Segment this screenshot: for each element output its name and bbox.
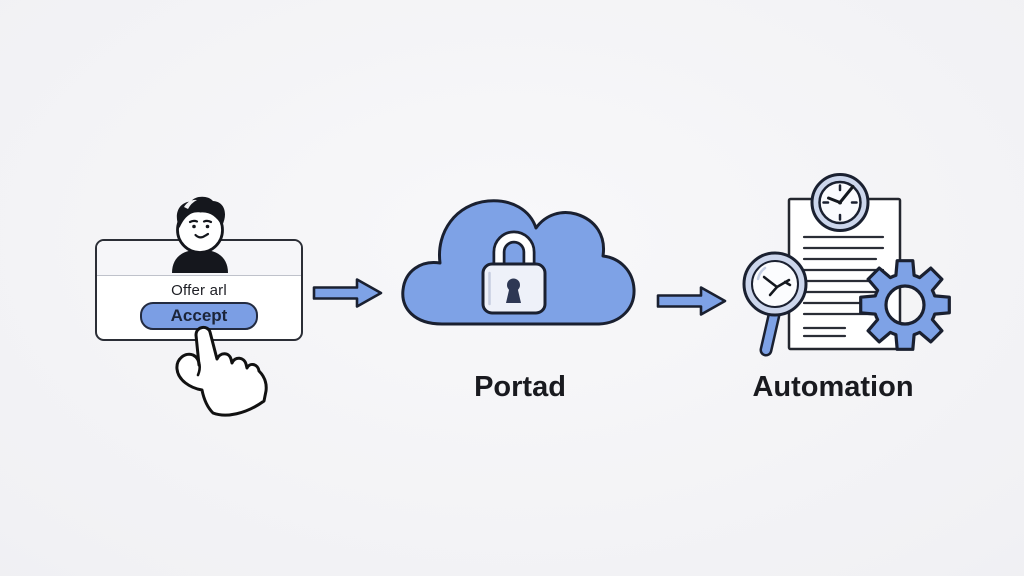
lock-icon (481, 230, 547, 315)
gear-icon (859, 259, 951, 351)
offer-card-title: Offer arl (171, 282, 227, 299)
portal-label: Portad (474, 371, 566, 403)
flow-arrow-icon (656, 286, 727, 316)
flow-arrow-icon (312, 278, 383, 308)
magnifier-icon (742, 251, 808, 357)
magnifier-detail (762, 275, 792, 297)
user-avatar-icon (172, 196, 228, 273)
pointer-hand-cursor-icon (175, 326, 268, 417)
cloud-icon (401, 199, 636, 326)
automation-label: Automation (752, 371, 914, 403)
clock-icon (810, 173, 870, 232)
